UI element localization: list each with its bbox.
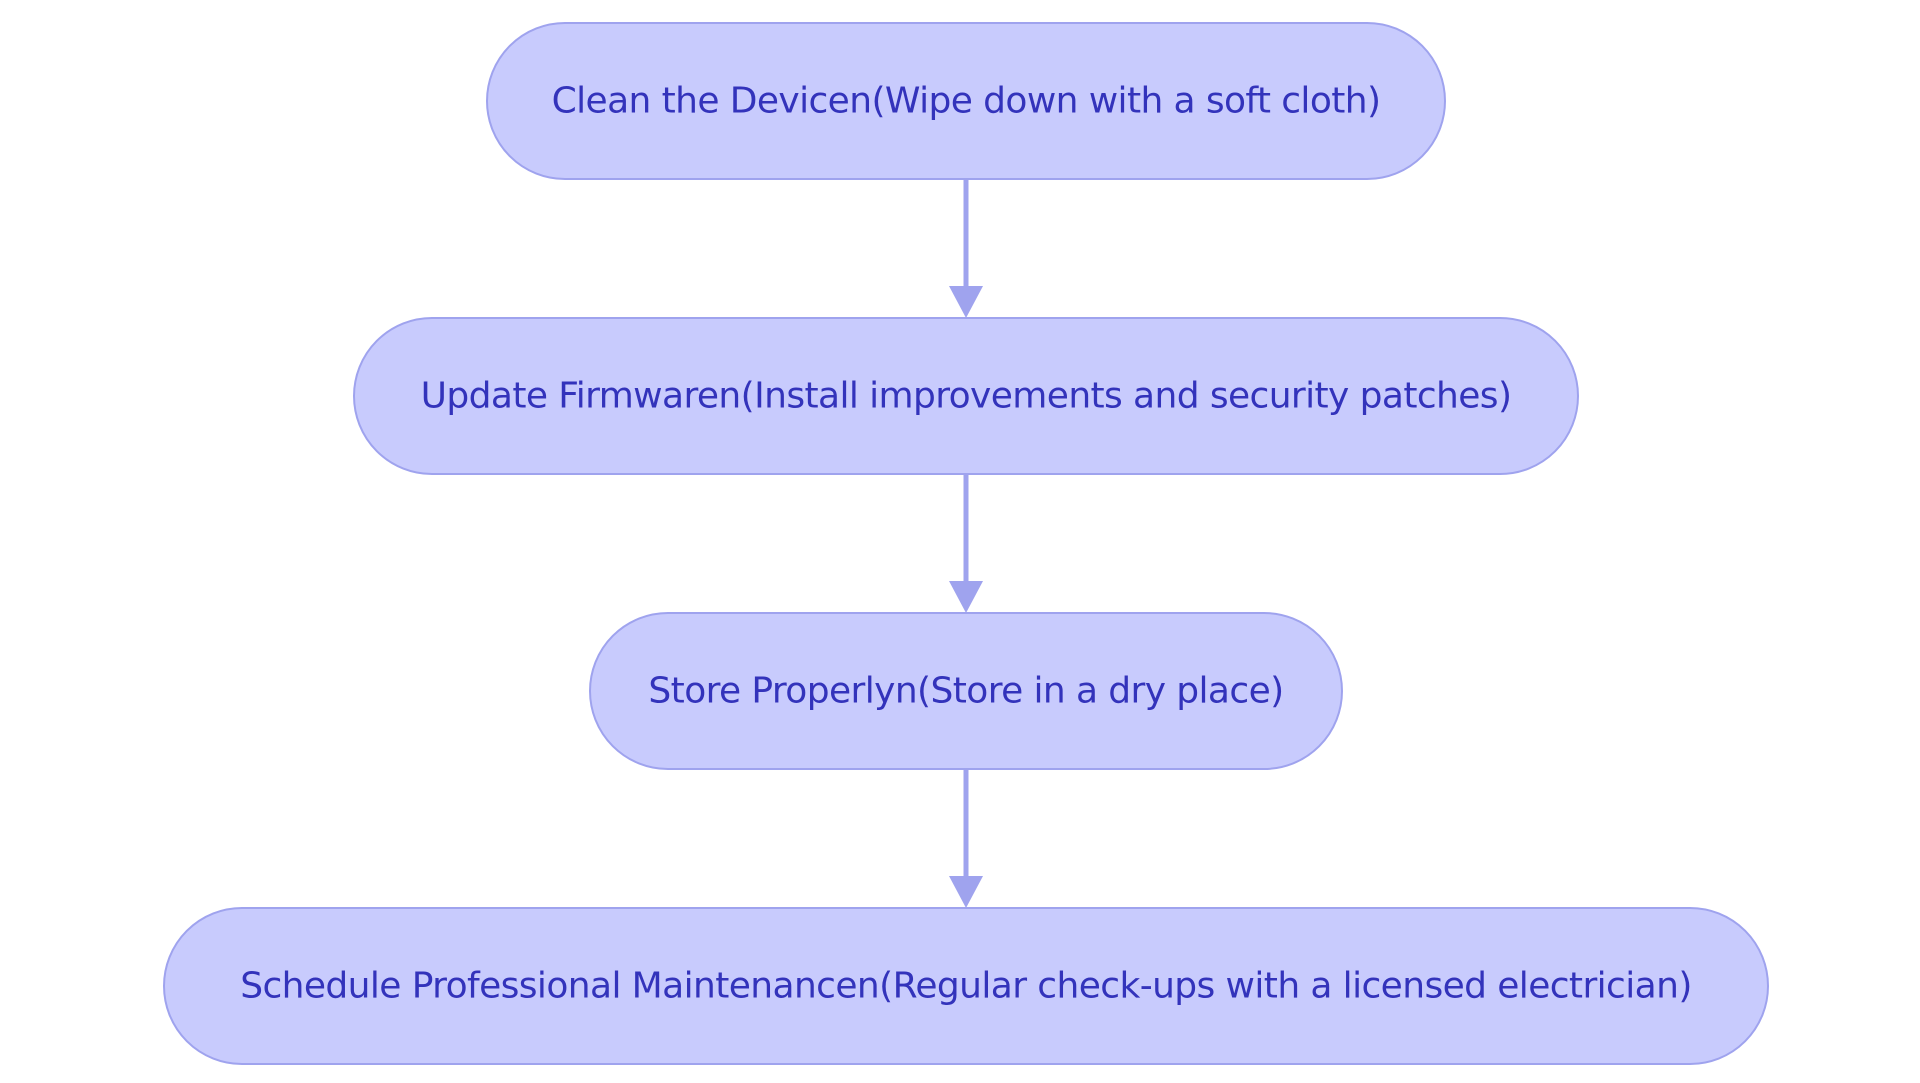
edge-clean-to-firmware: [949, 179, 983, 318]
edges-layer: [949, 179, 983, 908]
node-shape: [353, 317, 1579, 475]
edge-store-to-maintenance: [949, 769, 983, 908]
arrowhead-icon: [949, 581, 983, 613]
node-shape: [163, 907, 1769, 1065]
node-label: Store Properlyn(Store in a dry place): [648, 671, 1283, 712]
node-store: Store Properlyn(Store in a dry place): [589, 612, 1343, 770]
node-label: Update Firmwaren(Install improvements an…: [421, 376, 1512, 417]
node-clean: Clean the Devicen(Wipe down with a soft …: [486, 22, 1446, 180]
node-label: Schedule Professional Maintenancen(Regul…: [240, 966, 1692, 1007]
node-shape: [486, 22, 1446, 180]
node-shape: [589, 612, 1343, 770]
arrowhead-icon: [949, 286, 983, 318]
edge-firmware-to-store: [949, 474, 983, 613]
node-firmware: Update Firmwaren(Install improvements an…: [353, 317, 1579, 475]
node-label: Clean the Devicen(Wipe down with a soft …: [552, 81, 1381, 122]
node-maintenance: Schedule Professional Maintenancen(Regul…: [163, 907, 1769, 1065]
nodes-layer: Clean the Devicen(Wipe down with a soft …: [163, 22, 1769, 1065]
arrowhead-icon: [949, 876, 983, 908]
